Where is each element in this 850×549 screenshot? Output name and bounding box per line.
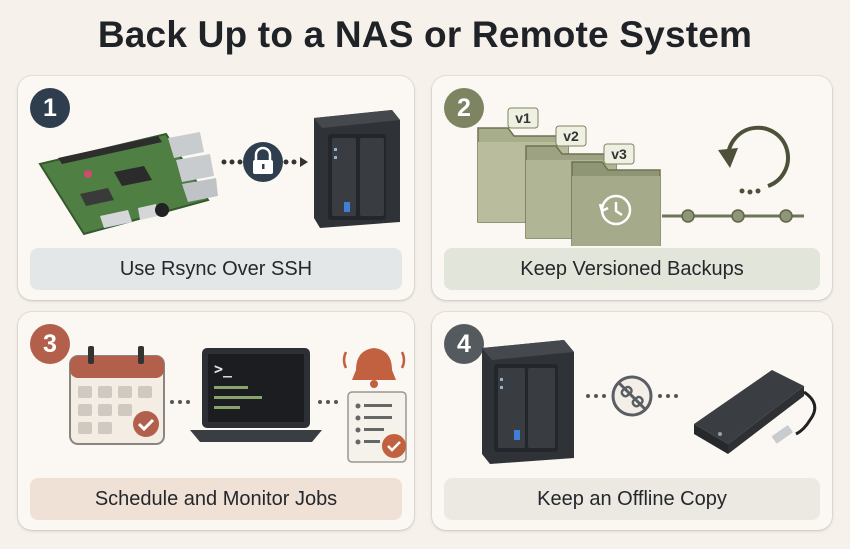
step-illustration: [482, 340, 817, 464]
lock-icon: [243, 142, 283, 182]
version-tag: v2: [555, 125, 587, 147]
step-number-badge: 3: [30, 324, 70, 364]
connection-dots: [170, 400, 338, 404]
step-illustration: [38, 110, 400, 236]
step-card-offline-copy: 4 Keep an Of: [432, 312, 832, 530]
refresh-arrow-icon: [718, 125, 790, 195]
laptop-terminal-icon: >_: [190, 348, 322, 442]
calendar-icon: [69, 346, 165, 445]
broken-link-icon: [611, 375, 653, 417]
step-label: Keep Versioned Backups: [444, 248, 820, 290]
step-number-badge: 4: [444, 324, 484, 364]
step-card-schedule-monitor: 3 >_: [18, 312, 414, 530]
step-card-versioned-backups: 2 v1 v2 v3: [432, 76, 832, 300]
nas-device-icon: [314, 110, 400, 228]
step-illustration: >_: [69, 346, 407, 463]
step-label: Use Rsync Over SSH: [30, 248, 402, 290]
version-label-v3: v3: [611, 146, 627, 162]
external-drive-icon: [694, 370, 817, 454]
checklist-icon: [347, 391, 407, 463]
connection-dots: [221, 157, 308, 167]
step-number-badge: 2: [444, 88, 484, 128]
step-number-badge: 1: [30, 88, 70, 128]
history-icon: [598, 194, 632, 226]
bell-icon: [342, 348, 406, 388]
version-label-v1: v1: [515, 110, 531, 126]
terminal-prompt: >_: [214, 360, 233, 378]
version-label-v2: v2: [563, 128, 579, 144]
timeline-icon: [662, 209, 804, 223]
step-illustration: v1 v2 v3: [477, 107, 804, 246]
raspberry-pi-board-icon: [38, 132, 218, 236]
nas-device-icon: [482, 340, 574, 464]
step-label: Schedule and Monitor Jobs: [30, 478, 402, 520]
version-tag: v3: [603, 143, 635, 165]
connection-dots: [586, 394, 678, 398]
version-tag: v1: [507, 107, 539, 129]
step-card-rsync: 1: [18, 76, 414, 300]
step-label: Keep an Offline Copy: [444, 478, 820, 520]
page-title: Back Up to a NAS or Remote System: [97, 14, 753, 55]
